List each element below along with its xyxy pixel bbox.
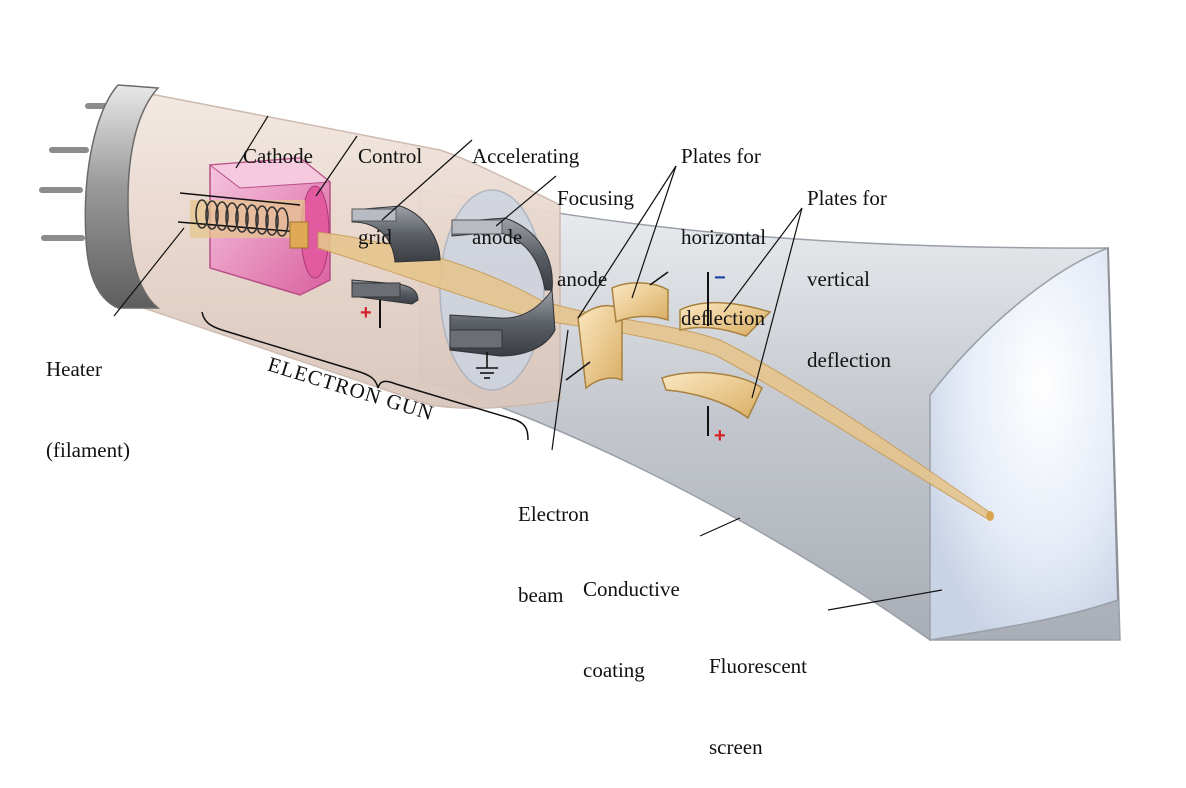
label-focusing-anode: Focusing anode: [557, 186, 635, 291]
accelerating-anode: [351, 205, 441, 328]
ground-icon: [476, 352, 498, 379]
focusing-anode: [449, 217, 556, 357]
tube-base: [84, 84, 161, 309]
label-plates-vertical: Plates for vertical deflection: [807, 186, 891, 372]
crt-diagram: [39, 84, 1121, 641]
horizontal-deflection-plates: [565, 271, 669, 390]
label-fluorescent-screen: Fluorescent screen: [709, 654, 807, 759]
label-cathode: Cathode: [243, 144, 313, 168]
label-conductive-coating: Conductive coating: [583, 577, 680, 682]
electron-gun-brace: [201, 311, 529, 441]
label-control-grid: Control grid: [358, 144, 423, 249]
funnel-top-edge: [1107, 247, 1119, 601]
heater-coil: [177, 192, 309, 249]
leader-lines: [113, 115, 943, 611]
label-heater: Heater (filament): [46, 357, 130, 462]
accelerating-plus-sign: +: [360, 302, 372, 324]
vertical-minus-sign: −: [714, 267, 726, 289]
beam-spot: [986, 511, 994, 521]
label-electron-beam: Electron beam: [518, 502, 590, 607]
vertical-plus-sign: +: [714, 425, 726, 447]
label-plates-horizontal: Plates for horizontal deflection: [681, 144, 767, 330]
vertical-deflection-plates: [661, 272, 772, 436]
label-accelerating-anode: Accelerating anode: [472, 144, 580, 249]
